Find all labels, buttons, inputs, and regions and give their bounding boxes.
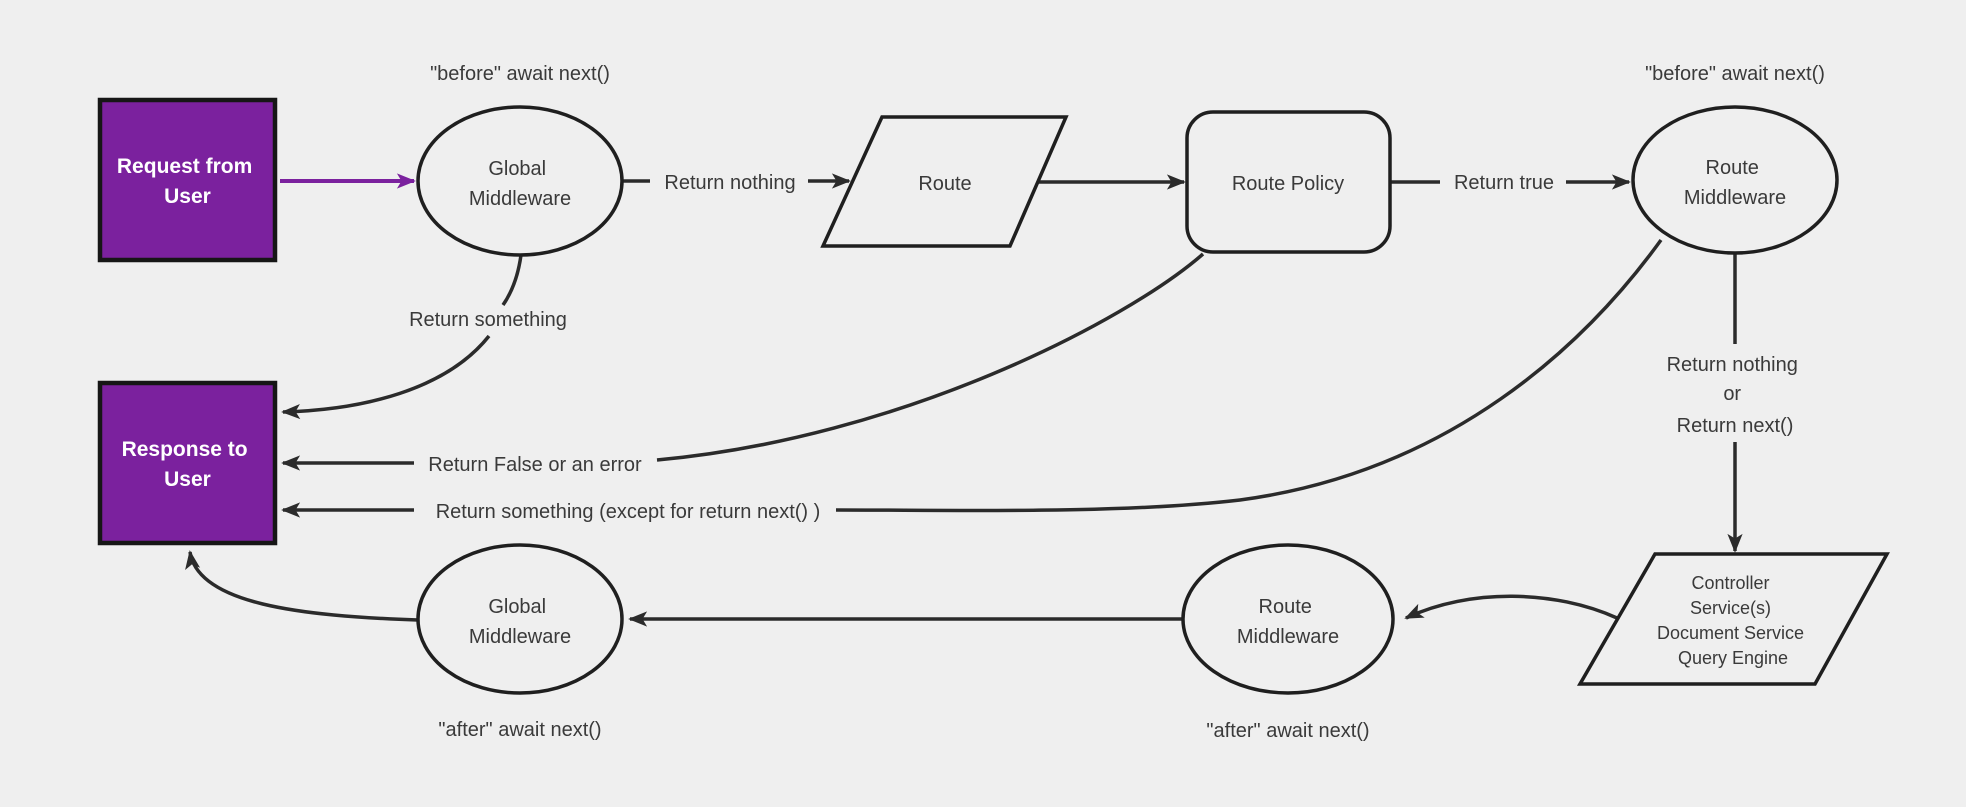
edge-controller-to-route-middleware-bottom (1404, 594, 1618, 620)
label-before-await-next-top-right: "before" await next() (1645, 63, 1825, 85)
node-request-from-user: Request from User (97, 97, 278, 263)
edge-labels: "before" await next() "before" await nex… (409, 63, 1825, 742)
request-from-user-label: Request from User (117, 155, 258, 208)
edge-return-something-lower (281, 334, 491, 420)
response-to-user-box (97, 380, 278, 546)
route-middleware-bottom-label: Route Middleware (1237, 596, 1339, 648)
global-middleware-top-label: Global Middleware (469, 158, 571, 210)
node-route: Route (820, 115, 1069, 248)
route-policy-box (1185, 110, 1392, 254)
route-middleware-top-label: Route Middleware (1684, 157, 1786, 209)
label-return-something-except: Return something (except for return next… (436, 501, 821, 523)
edge-return-something-except-curve (835, 238, 1663, 513)
route-policy-label: Route Policy (1232, 173, 1344, 195)
route-middleware-top-ellipse (1631, 105, 1839, 255)
edge-global-middleware-bottom-to-response (185, 550, 419, 622)
global-middleware-top-ellipse (416, 105, 624, 257)
nodes: Request from User Global Middleware Rout… (97, 97, 1890, 695)
label-return-nothing: Return nothing (664, 172, 795, 194)
label-return-false-or-error: Return False or an error (428, 454, 642, 476)
node-controller-stack: Controller Service(s) Document Service Q… (1576, 552, 1890, 686)
node-route-middleware-top: Route Middleware (1631, 105, 1839, 255)
label-before-await-next-top-left: "before" await next() (430, 63, 610, 85)
node-global-middleware-top: Global Middleware (416, 105, 624, 257)
label-after-await-next-bottom-left: "after" await next() (438, 719, 601, 741)
edge-return-something-upper (501, 254, 523, 306)
node-response-to-user: Response to User (97, 380, 278, 546)
request-from-user-box (97, 97, 278, 263)
node-route-middleware-bottom: Route Middleware (1181, 543, 1395, 695)
edges (185, 173, 1743, 627)
node-global-middleware-bottom: Global Middleware (416, 543, 624, 695)
label-after-await-next-bottom-right: "after" await next() (1206, 720, 1369, 742)
controller-stack-label: Controller Service(s) Document Service Q… (1657, 573, 1809, 668)
route-parallelogram (820, 115, 1069, 248)
response-to-user-label: Response to User (122, 438, 254, 491)
route-middleware-bottom-ellipse (1181, 543, 1395, 695)
global-middleware-bottom-ellipse (416, 543, 624, 695)
edge-return-false-curve (656, 252, 1205, 462)
route-label: Route (918, 173, 971, 195)
node-route-policy: Route Policy (1185, 110, 1392, 254)
label-return-something: Return something (409, 309, 567, 331)
global-middleware-bottom-label: Global Middleware (469, 596, 571, 648)
label-return-nothing-or-next: Return nothing or Return next() (1667, 354, 1804, 437)
label-return-true: Return true (1454, 172, 1554, 194)
controller-stack-parallelogram (1576, 552, 1890, 686)
